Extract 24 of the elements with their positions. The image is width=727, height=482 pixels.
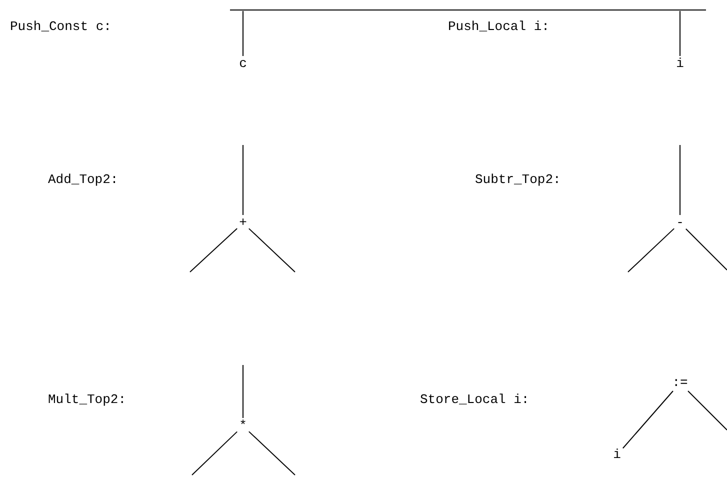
tree-branch-line xyxy=(242,144,244,216)
tree-branch-line xyxy=(628,228,675,272)
instruction-label: Subtr_Top2: xyxy=(475,172,561,188)
tree-branch-line xyxy=(685,228,727,270)
tree-node-symbol: i xyxy=(676,57,684,71)
tree-node-symbol: - xyxy=(676,216,684,230)
tree-node-symbol: c xyxy=(239,57,247,71)
instruction-label: Add_Top2: xyxy=(48,172,118,188)
tree-branch-line xyxy=(622,390,674,449)
tree-branch-line xyxy=(248,431,296,476)
tree-node-symbol: := xyxy=(672,376,688,390)
instruction-label: Mult_Top2: xyxy=(48,392,126,408)
instruction-label: Push_Local i: xyxy=(448,19,550,35)
tree-node-symbol: i xyxy=(613,448,621,462)
instruction-label: Store_Local i: xyxy=(420,392,530,408)
tree-branch-line xyxy=(688,390,727,430)
tree-branch-line xyxy=(242,364,244,418)
tree-branch-line xyxy=(242,10,244,56)
tree-branch-line xyxy=(248,228,296,272)
tree-branch-line xyxy=(192,431,238,476)
instruction-label: Push_Const c: xyxy=(10,19,112,35)
tree-node-symbol: + xyxy=(239,216,247,230)
tree-branch-line xyxy=(190,228,238,272)
tree-node-symbol: * xyxy=(239,419,247,433)
